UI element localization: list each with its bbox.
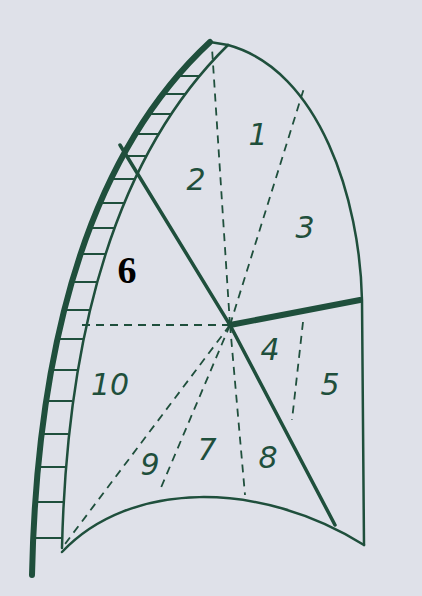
- lung-outline: [32, 42, 364, 575]
- segment-number: 3: [295, 213, 314, 243]
- rib-hatching: [33, 76, 199, 538]
- segment-number: 10: [91, 370, 129, 400]
- segment-number: 7: [197, 435, 216, 465]
- fissures: [120, 145, 360, 525]
- segment-number: 6: [118, 251, 137, 289]
- segment-number: 5: [320, 370, 339, 400]
- segment-number: 2: [186, 165, 205, 195]
- segment-number: 1: [248, 120, 267, 150]
- segment-number: 8: [258, 443, 277, 473]
- segment-borders: [62, 48, 305, 548]
- segment-number: 9: [140, 450, 159, 480]
- segment-number: 4: [260, 335, 279, 365]
